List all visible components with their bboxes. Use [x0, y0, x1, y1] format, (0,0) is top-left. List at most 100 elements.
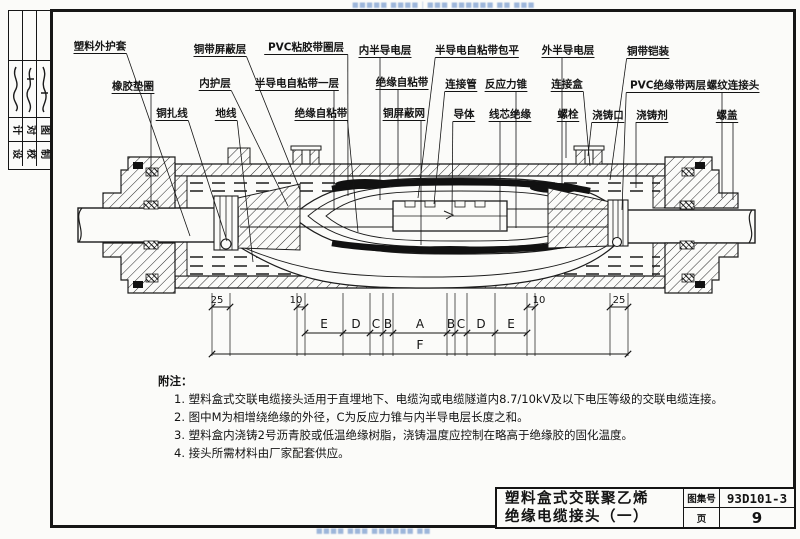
svg-text:C: C	[372, 317, 380, 331]
strip-label-cell: 图	[37, 118, 51, 142]
callout: 铜带屏蔽层	[193, 43, 301, 191]
callout: 内半导电层	[358, 44, 412, 200]
callout-text: 半导电自粘带一层	[255, 77, 339, 90]
drawing-title: 塑料盒式交联聚乙烯 绝缘电缆接头（一）	[497, 489, 684, 527]
title-block: 塑料盒式交联聚乙烯 绝缘电缆接头（一） 图集号 93D101-3 页 9	[495, 487, 796, 529]
callout: 导体	[451, 108, 476, 216]
callout: 浇铸口	[587, 109, 625, 157]
stress-cones	[237, 183, 611, 251]
top-bolt-block	[227, 147, 251, 165]
sheet-border	[50, 9, 796, 528]
callout: PVC粘胶带圈层	[264, 41, 349, 197]
callout: 反应力锥	[484, 78, 527, 228]
callout: 连接管	[433, 78, 478, 205]
callout-text: 螺纹连接头	[707, 79, 760, 92]
signature-cell	[9, 61, 23, 118]
cable-right	[614, 209, 756, 244]
callout: 螺纹连接头	[706, 79, 760, 198]
callout-leader-line	[126, 53, 191, 237]
callout-leader-line	[236, 120, 254, 263]
callout: 铜带铠装	[609, 45, 669, 181]
strip-label-cell: 对	[23, 118, 37, 142]
svg-text:B: B	[447, 317, 455, 331]
signature-scribble	[41, 66, 48, 113]
page-number: 9	[751, 508, 763, 527]
pour-port-left	[290, 145, 322, 165]
callout: 绝缘自粘带	[375, 76, 429, 180]
callout-leader-line	[609, 58, 627, 181]
strip-label-cell: 设	[9, 142, 23, 166]
callout: 橡胶垫圈	[111, 80, 155, 203]
callout: 铜扎线	[155, 107, 228, 242]
signature-strip: 计 对 图 设 校 制	[8, 10, 52, 170]
callout-leader-line	[187, 120, 228, 242]
signature-scribble	[25, 67, 34, 113]
note-item: 4. 接头所需材料由厂家配套供应。	[174, 446, 350, 460]
note-item: 3. 塑料盒内浇铸2号沥青胶或低温绝缘树脂，浇铸温度应控制在略高于绝缘胶的固化温…	[174, 428, 633, 442]
svg-text:D: D	[351, 317, 360, 331]
callout-text: 塑料外护套	[74, 40, 127, 53]
watermark-top: ■■■■■ ■■■■ | ■■■ ■■■■■■ ■■ ■■■	[352, 1, 535, 9]
callout-text: 内护层	[199, 77, 231, 90]
callout: 绝缘自粘带	[294, 107, 359, 233]
right-gland	[664, 156, 739, 294]
callout-text: 导体	[454, 108, 475, 121]
svg-text:E: E	[320, 317, 328, 331]
callout-text: 螺盖	[717, 109, 738, 122]
callout-text: 半导电自粘带包平	[435, 44, 519, 57]
signature-cell	[37, 61, 51, 118]
callout-text: 铜带铠装	[627, 45, 669, 58]
callout-text: 反应力锥	[485, 78, 527, 91]
drawing-title-line2: 绝缘电缆接头（一）	[505, 509, 649, 525]
svg-text:B: B	[384, 317, 392, 331]
strip-empty-cell	[9, 11, 23, 61]
svg-text:10: 10	[290, 295, 303, 306]
callout-text: 铜扎线	[156, 107, 188, 120]
callout-text: 绝缘自粘带	[376, 76, 429, 89]
callout-leader-line	[451, 121, 454, 216]
svg-text:E: E	[507, 317, 515, 331]
callout: 螺盖	[715, 109, 739, 200]
callout: 连接盒	[550, 78, 591, 167]
callout-text: PVC粘胶带圈层	[268, 41, 345, 54]
callout-text: 铜带屏蔽层	[194, 43, 247, 56]
callout-text: 橡胶垫圈	[112, 80, 154, 93]
notes: 附注： 1. 塑料盒式交联电缆接头适用于直埋地下、电缆沟或电缆隧道内8.7/10…	[158, 372, 723, 462]
callout: 半导电自粘带包平	[417, 44, 519, 199]
drawing-title-line1: 塑料盒式交联聚乙烯	[505, 491, 649, 507]
callout-text: 外半导电层	[541, 44, 595, 57]
svg-text:10: 10	[533, 295, 546, 306]
atlas-number: 93D101-3	[726, 490, 788, 506]
callout-text: 连接盒	[551, 78, 583, 91]
callout: PVC绝缘带两层	[621, 79, 710, 211]
watermark-bottom: ■■■■ ■■■ ■■■■■■ ■■	[316, 527, 431, 535]
callout: 半导电自粘带一层	[255, 77, 339, 210]
callout-text: 浇铸剂	[636, 109, 668, 122]
callout-leader-line	[347, 120, 359, 233]
svg-text:A: A	[416, 317, 425, 331]
strip-empty-cell	[37, 11, 51, 61]
connector-tube	[392, 200, 508, 232]
callout-leader-line	[582, 91, 591, 167]
note-item: 1. 塑料盒式交联电缆接头适用于直埋地下、电缆沟或电缆隧道内8.7/10kV及以…	[174, 392, 723, 406]
callout-text: 螺栓	[558, 108, 579, 121]
page-label: 页	[696, 513, 707, 525]
callout-leader-line	[246, 56, 301, 191]
callout: 塑料外护套	[73, 40, 191, 237]
callout-text: 地线	[216, 107, 237, 120]
svg-text:C: C	[457, 317, 465, 331]
callout: 外半导电层	[541, 44, 595, 184]
sheath-ring-right	[607, 199, 629, 248]
strip-label-cell: 计	[9, 118, 23, 142]
callout-text: 铜屏蔽网	[383, 107, 425, 120]
callout-text: 浇铸口	[592, 109, 624, 122]
callout-text: PVC绝缘带两层	[630, 79, 707, 92]
callout-leader-line	[621, 92, 627, 211]
note-item: 2. 图中M为相增绕绝缘的外径，C为反应力锥与内半导电层长度之和。	[174, 410, 529, 424]
svg-text:25: 25	[613, 295, 626, 306]
callout-text: 线芯绝缘	[489, 108, 531, 121]
sheath-ring-left	[213, 195, 239, 251]
atlas-number-label: 图集号	[687, 494, 716, 505]
